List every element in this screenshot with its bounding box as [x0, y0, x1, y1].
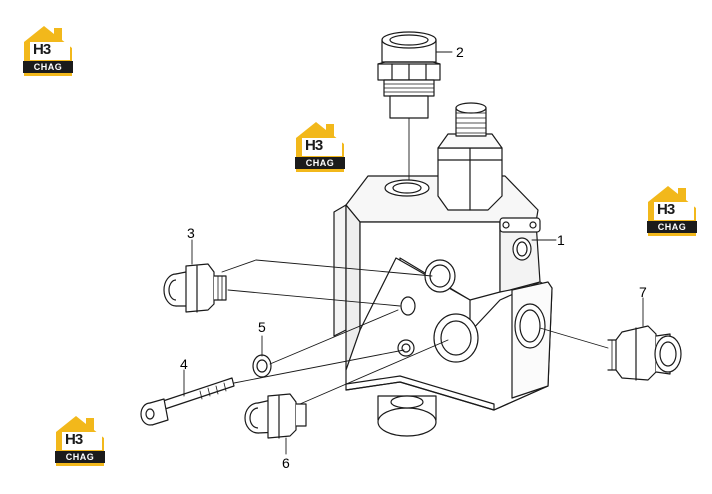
watermark-logo: H3 CHAG: [52, 412, 108, 468]
right-fitting: [607, 325, 682, 381]
watermark-logo: H3 CHAG: [20, 22, 76, 78]
watermark-logo: H3 CHAG: [292, 118, 348, 174]
logo-monogram: H3: [305, 137, 323, 154]
logo-monogram: H3: [657, 201, 675, 218]
top-fitting: [377, 31, 441, 119]
washer: [252, 354, 272, 378]
logo-wordmark: CHAG: [647, 221, 697, 233]
watermark-logo: H3 CHAG: [644, 182, 700, 238]
logo-wordmark: CHAG: [55, 451, 105, 463]
callout-6: 6: [282, 455, 290, 471]
lower-fitting: [244, 393, 307, 439]
left-fitting: [163, 263, 227, 313]
logo-monogram: H3: [33, 41, 51, 58]
callout-4: 4: [180, 356, 188, 372]
logo-wordmark: CHAG: [23, 61, 73, 73]
logo-monogram: H3: [65, 431, 83, 448]
callout-7: 7: [639, 284, 647, 300]
logo-wordmark: CHAG: [295, 157, 345, 169]
valve-body: [333, 102, 553, 437]
callout-1: 1: [557, 232, 565, 248]
callout-3: 3: [187, 225, 195, 241]
bolt: [140, 377, 235, 426]
callout-5: 5: [258, 319, 266, 335]
assembly-lines: [183, 51, 644, 455]
callout-2: 2: [456, 44, 464, 60]
